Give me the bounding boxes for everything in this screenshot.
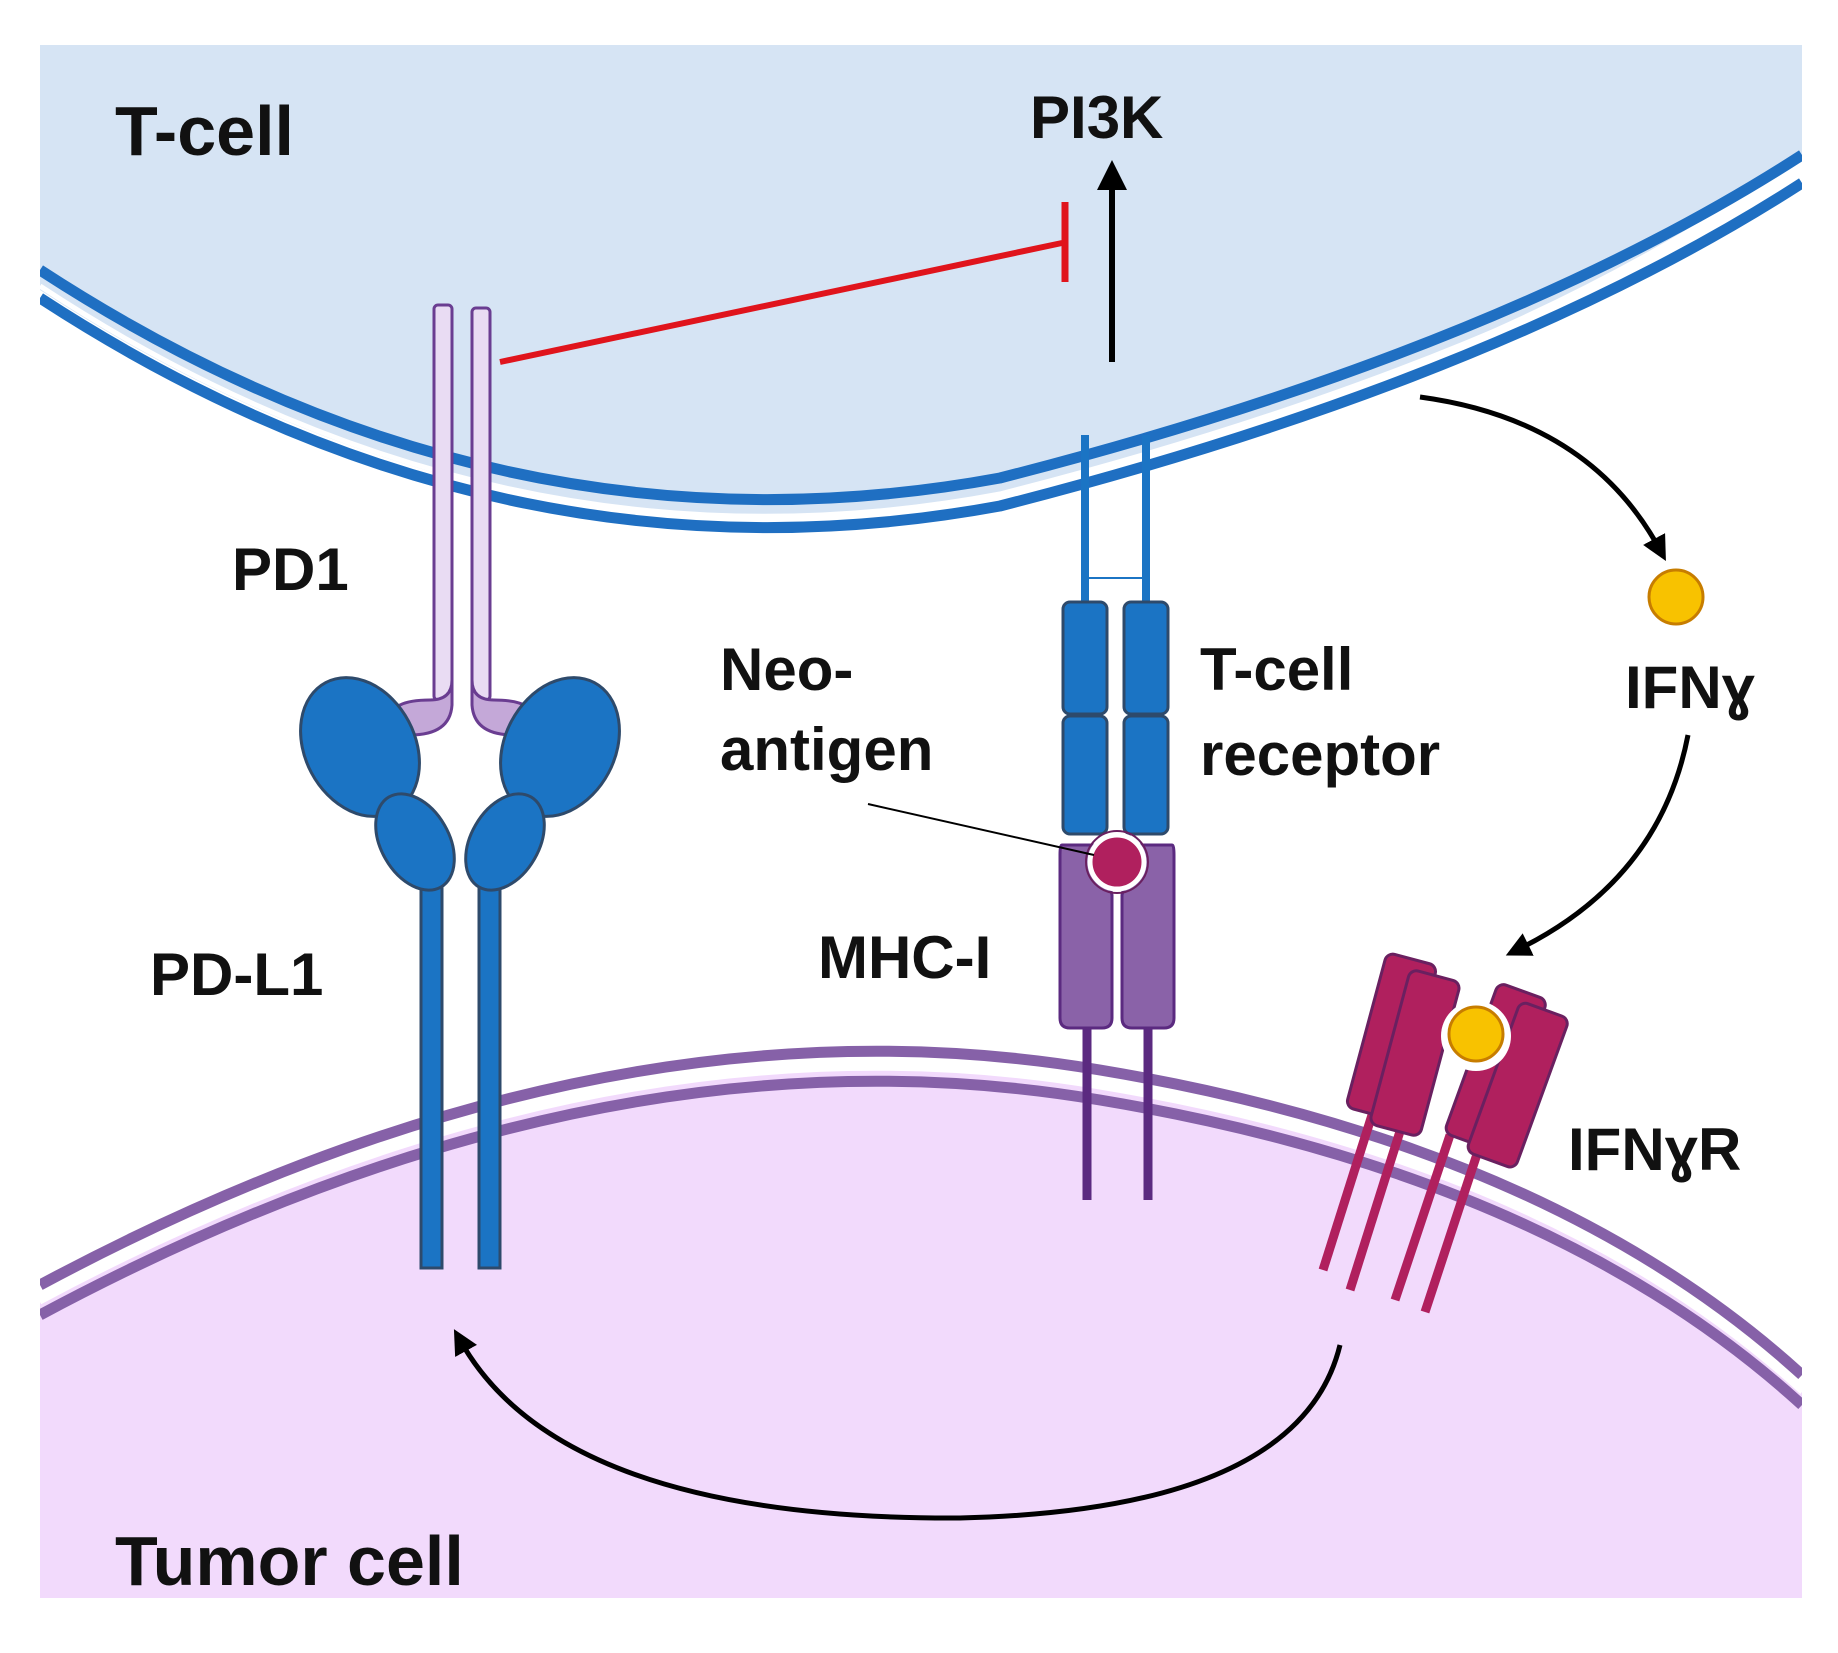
pd1-inhibition-line (499, 240, 1063, 365)
pi3k-label: PI3K (1030, 84, 1163, 151)
ifng-molecule (1647, 568, 1705, 626)
t-cell-membrane-inner (40, 178, 1802, 534)
pd-l1-ligand (299, 676, 621, 1270)
mhc-i-label: MHC-I (818, 924, 991, 991)
neoantigen-label-line2: antigen (720, 716, 933, 783)
tumor-cell-label: Tumor cell (115, 1522, 464, 1600)
ifng-to-ifngr-arrow (1505, 734, 1691, 956)
t-cell-label: T-cell (115, 92, 294, 170)
t-cell-receptor (1061, 435, 1170, 836)
ifngr-to-pdl1-arrow (453, 1329, 1343, 1521)
tcell-to-ifng-arrow (1419, 394, 1666, 562)
ifngr-label: IFNɣR (1568, 1116, 1741, 1183)
tcr-label-line1: T-cell (1200, 636, 1353, 703)
pd1-label: PD1 (232, 536, 349, 603)
tumor-cell-membrane-outer (40, 1045, 1802, 1380)
pd-l1-label: PD-L1 (150, 941, 323, 1008)
t-cell-membrane-outer (40, 150, 1802, 506)
ifng-label: IFNɣ (1625, 654, 1756, 721)
tumor-cell-membrane-inner-highlight (40, 1065, 1802, 1394)
neoantigen-pointer-line (867, 803, 1095, 856)
neoantigen-molecule (1087, 832, 1147, 892)
mhc-i-complex (1058, 843, 1176, 1200)
pd1-receptor (388, 303, 536, 737)
tumor-cell-membrane-inner (40, 1075, 1802, 1410)
neoantigen-label-line1: Neo- (720, 636, 853, 703)
ifng-bound-molecule (1447, 1005, 1505, 1063)
tcr-label-line2: receptor (1200, 721, 1440, 788)
t-cell-membrane-inner-highlight (40, 168, 1802, 519)
